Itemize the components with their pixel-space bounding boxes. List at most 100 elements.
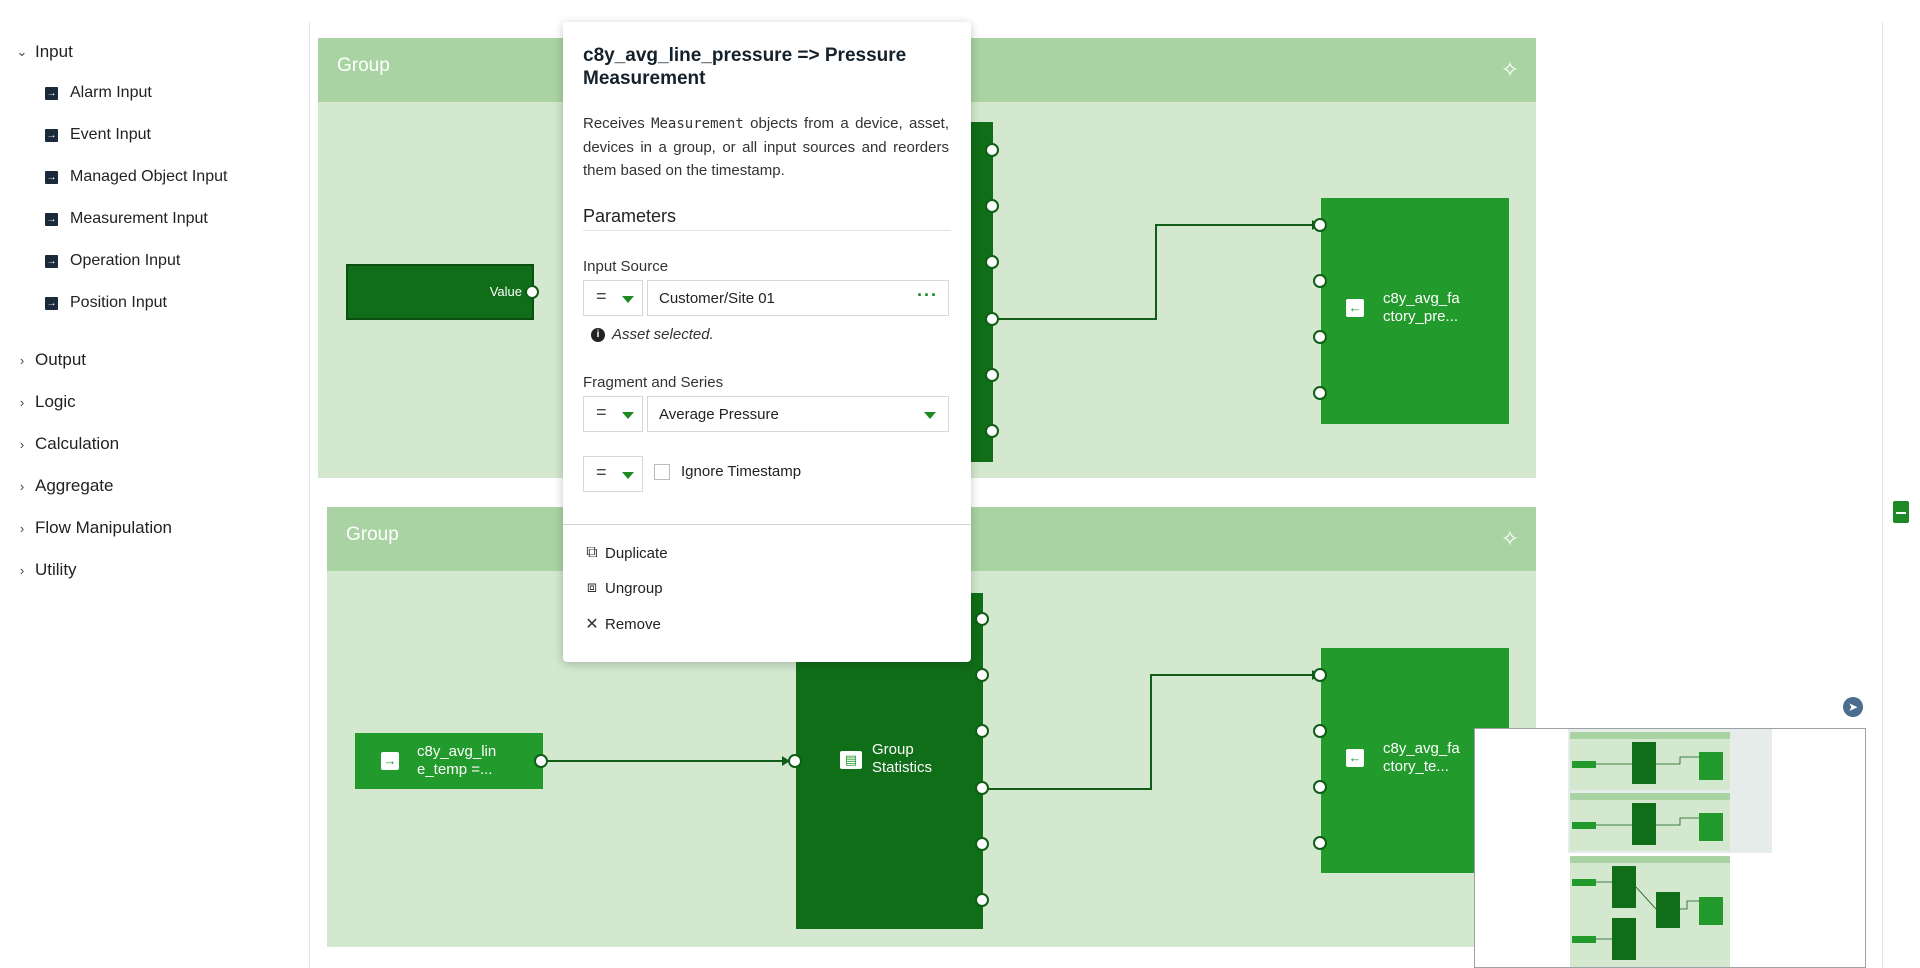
- parameters-heading: Parameters: [583, 206, 677, 226]
- link-line: [992, 224, 1312, 320]
- description-text: Receives: [583, 115, 652, 132]
- palette-item-managed-object-input[interactable]: → Managed Object Input: [45, 168, 227, 186]
- input-source-value: Customer/Site 01: [659, 290, 775, 307]
- measurement-output-node-top[interactable]: ← c8y_avg_fa ctory_pre...: [1313, 198, 1509, 424]
- ignore-timestamp-label[interactable]: Ignore Timestamp: [681, 463, 802, 480]
- palette-item-position-input[interactable]: → Position Input: [45, 294, 167, 312]
- chevron-right-icon: ›: [19, 520, 25, 536]
- ungroup-button[interactable]: ⧈ Ungroup: [583, 579, 663, 597]
- category-flow-manipulation[interactable]: › Flow Manipulation: [15, 518, 172, 538]
- palette-item-event-input[interactable]: → Event Input: [45, 126, 151, 144]
- category-label: Logic: [35, 392, 76, 411]
- compass-icon[interactable]: ➤: [1843, 697, 1863, 717]
- input-block-icon: →: [45, 296, 58, 310]
- output-port[interactable]: [975, 612, 989, 626]
- output-port[interactable]: [975, 837, 989, 851]
- input-block-icon: →: [45, 128, 58, 142]
- fragment-series-select[interactable]: Average Pressure: [647, 396, 949, 432]
- output-port[interactable]: [975, 668, 989, 682]
- input-block-icon: →: [381, 752, 399, 770]
- palette-item-operation-input[interactable]: → Operation Input: [45, 252, 180, 270]
- block-palette-sidebar: ⌄ Input → Alarm Input → Event Input → Ma…: [0, 0, 310, 968]
- input-source-operator-button[interactable]: =: [583, 280, 643, 316]
- fragment-series-label: Fragment and Series: [583, 374, 724, 391]
- node-label: c8y_avg_fa ctory_te...: [1383, 740, 1460, 775]
- palette-item-alarm-input[interactable]: → Alarm Input: [45, 84, 152, 102]
- link-line: [983, 674, 1312, 790]
- right-divider: [1882, 22, 1883, 968]
- input-source-hint: i Asset selected.: [591, 326, 714, 343]
- remove-button[interactable]: ✕ Remove: [583, 614, 661, 634]
- fragment-operator-button[interactable]: =: [583, 396, 643, 432]
- category-input[interactable]: ⌄ Input: [15, 42, 73, 62]
- ignore-timestamp-checkbox[interactable]: [654, 464, 670, 480]
- output-port[interactable]: [975, 893, 989, 907]
- block-config-popover: c8y_avg_line_pressure => Pressure Measur…: [563, 22, 971, 662]
- input-port[interactable]: [1313, 780, 1327, 794]
- measurement-input-node-bottom[interactable]: → c8y_avg_lin e_temp =...: [355, 733, 548, 789]
- collapse-icon[interactable]: ✧: [1500, 526, 1520, 551]
- input-port[interactable]: [1313, 218, 1327, 232]
- timestamp-operator-button[interactable]: =: [583, 456, 643, 492]
- output-port[interactable]: [985, 424, 999, 438]
- category-utility[interactable]: › Utility: [15, 560, 77, 580]
- input-port[interactable]: [1313, 724, 1327, 738]
- category-logic[interactable]: › Logic: [15, 392, 76, 412]
- input-block-icon: →: [45, 212, 58, 226]
- info-icon: i: [591, 327, 605, 342]
- input-port[interactable]: [1313, 668, 1327, 682]
- duplicate-button[interactable]: ⧉ Duplicate: [583, 544, 667, 562]
- parameters-divider: [583, 230, 951, 231]
- input-block-icon: →: [45, 86, 58, 100]
- output-block-icon: ←: [1346, 299, 1364, 317]
- input-block-icon: →: [45, 254, 58, 268]
- input-block-icon: →: [45, 170, 58, 184]
- input-port[interactable]: [1313, 836, 1327, 850]
- actions-divider: [563, 524, 971, 525]
- node-label: Group Statistics: [872, 741, 933, 776]
- output-port[interactable]: [985, 199, 999, 213]
- category-calculation[interactable]: › Calculation: [15, 434, 119, 454]
- description-text: objects from a device, asset, devices in…: [583, 115, 949, 179]
- side-panel-toggle[interactable]: [1893, 501, 1909, 523]
- chevron-right-icon: ›: [19, 394, 25, 410]
- sidebar-divider: [309, 22, 310, 968]
- equals-icon: =: [596, 286, 607, 306]
- chevron-right-icon: ›: [19, 562, 25, 578]
- output-port[interactable]: [975, 781, 989, 795]
- output-port[interactable]: [985, 255, 999, 269]
- category-label: Output: [35, 350, 87, 369]
- input-port[interactable]: [1313, 274, 1327, 288]
- more-options-icon[interactable]: ···: [917, 285, 938, 305]
- node-label: c8y_avg_fa ctory_pre...: [1383, 290, 1460, 325]
- palette-item-label: Managed Object Input: [70, 168, 228, 185]
- category-aggregate[interactable]: › Aggregate: [15, 476, 114, 496]
- palette-item-label: Measurement Input: [70, 210, 208, 227]
- input-port[interactable]: [788, 754, 802, 768]
- output-port[interactable]: [975, 724, 989, 738]
- output-port[interactable]: [525, 285, 539, 299]
- output-port[interactable]: [985, 143, 999, 157]
- category-label: Calculation: [35, 434, 120, 453]
- input-port[interactable]: [1313, 386, 1327, 400]
- output-port[interactable]: [985, 368, 999, 382]
- output-port[interactable]: [985, 312, 999, 326]
- minimap[interactable]: [1474, 728, 1866, 968]
- close-icon: ✕: [585, 616, 599, 633]
- output-block-icon: ←: [1346, 749, 1364, 767]
- caret-down-icon: [622, 412, 634, 419]
- action-label: Remove: [605, 615, 661, 633]
- input-source-label: Input Source: [583, 258, 669, 275]
- node-port-label: Value: [489, 284, 522, 299]
- palette-item-label: Alarm Input: [70, 84, 152, 101]
- output-port[interactable]: [534, 754, 548, 768]
- category-output[interactable]: › Output: [15, 350, 86, 370]
- collapse-icon[interactable]: ✧: [1500, 57, 1520, 82]
- measurement-input-node[interactable]: Value: [346, 264, 539, 320]
- input-port[interactable]: [1313, 330, 1327, 344]
- popover-title: c8y_avg_line_pressure => Pressure Measur…: [583, 45, 907, 89]
- palette-item-measurement-input[interactable]: → Measurement Input: [45, 210, 208, 228]
- input-source-field[interactable]: Customer/Site 01 ···: [647, 280, 949, 316]
- statistics-icon: ▤: [840, 751, 862, 769]
